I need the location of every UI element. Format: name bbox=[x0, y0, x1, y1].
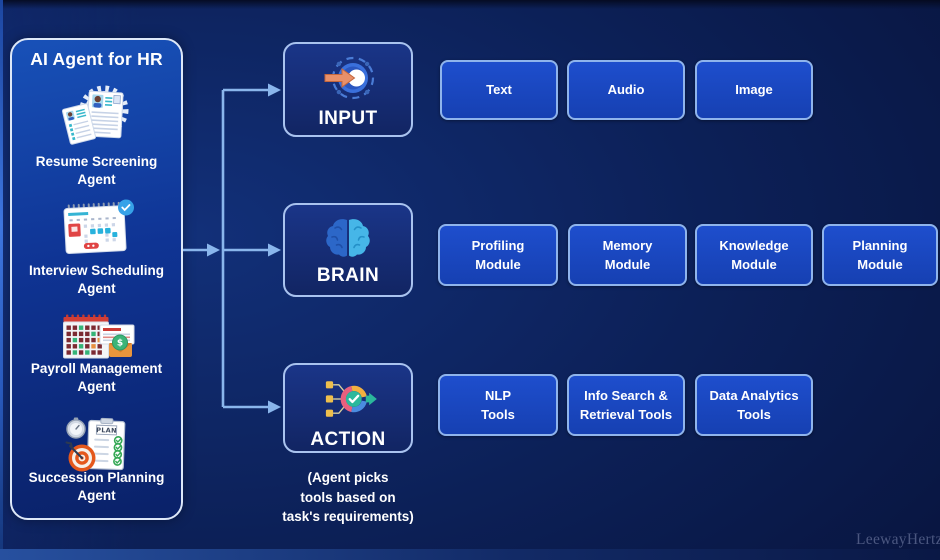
module-text: Text bbox=[440, 60, 558, 120]
module-memory: Memory Module bbox=[568, 224, 687, 286]
action-icon bbox=[316, 374, 380, 429]
resume-screening-icon bbox=[12, 84, 181, 154]
module-nlp-tools: NLP Tools bbox=[438, 374, 558, 436]
action-caption: (Agent picks tools based on task's requi… bbox=[282, 470, 414, 525]
agent-label-interview-scheduling: Interview Scheduling Agent bbox=[28, 263, 165, 296]
module-audio: Audio bbox=[567, 60, 685, 120]
input-stage-box: INPUT bbox=[283, 42, 413, 137]
svg-text:PLAN: PLAN bbox=[96, 426, 117, 435]
brain-icon bbox=[323, 214, 373, 265]
agent-label-payroll-management: Payroll Management Agent bbox=[30, 361, 163, 394]
left-edge-glow bbox=[0, 0, 3, 560]
watermark: LeewayHertz bbox=[856, 531, 940, 548]
module-planning: Planning Module bbox=[822, 224, 938, 286]
hr-agents-panel: AI Agent for HR bbox=[10, 38, 183, 520]
flow-connector-arrows bbox=[183, 83, 281, 414]
agent-label-succession-planning: Succession Planning Agent bbox=[28, 470, 165, 503]
input-icon bbox=[319, 53, 377, 108]
module-profiling: Profiling Module bbox=[438, 224, 558, 286]
module-image: Image bbox=[695, 60, 813, 120]
action-stage-label: ACTION bbox=[310, 429, 386, 450]
brain-stage-box: BRAIN bbox=[283, 203, 413, 297]
succession-planning-icon: PLAN bbox=[12, 416, 181, 474]
action-stage-box: ACTION bbox=[283, 363, 413, 453]
input-stage-label: INPUT bbox=[318, 108, 378, 129]
module-knowledge: Knowledge Module bbox=[695, 224, 813, 286]
svg-text:$: $ bbox=[116, 339, 122, 349]
agent-label-resume-screening: Resume Screening Agent bbox=[35, 154, 158, 187]
payroll-management-icon: $ bbox=[12, 312, 181, 364]
module-data-analytics-tools: Data Analytics Tools bbox=[695, 374, 813, 436]
interview-scheduling-icon bbox=[12, 198, 181, 260]
module-info-search-retrieval-tools: Info Search & Retrieval Tools bbox=[567, 374, 685, 436]
bottom-gradient-band bbox=[0, 549, 940, 560]
brain-stage-label: BRAIN bbox=[316, 265, 380, 286]
panel-title: AI Agent for HR bbox=[30, 49, 163, 69]
